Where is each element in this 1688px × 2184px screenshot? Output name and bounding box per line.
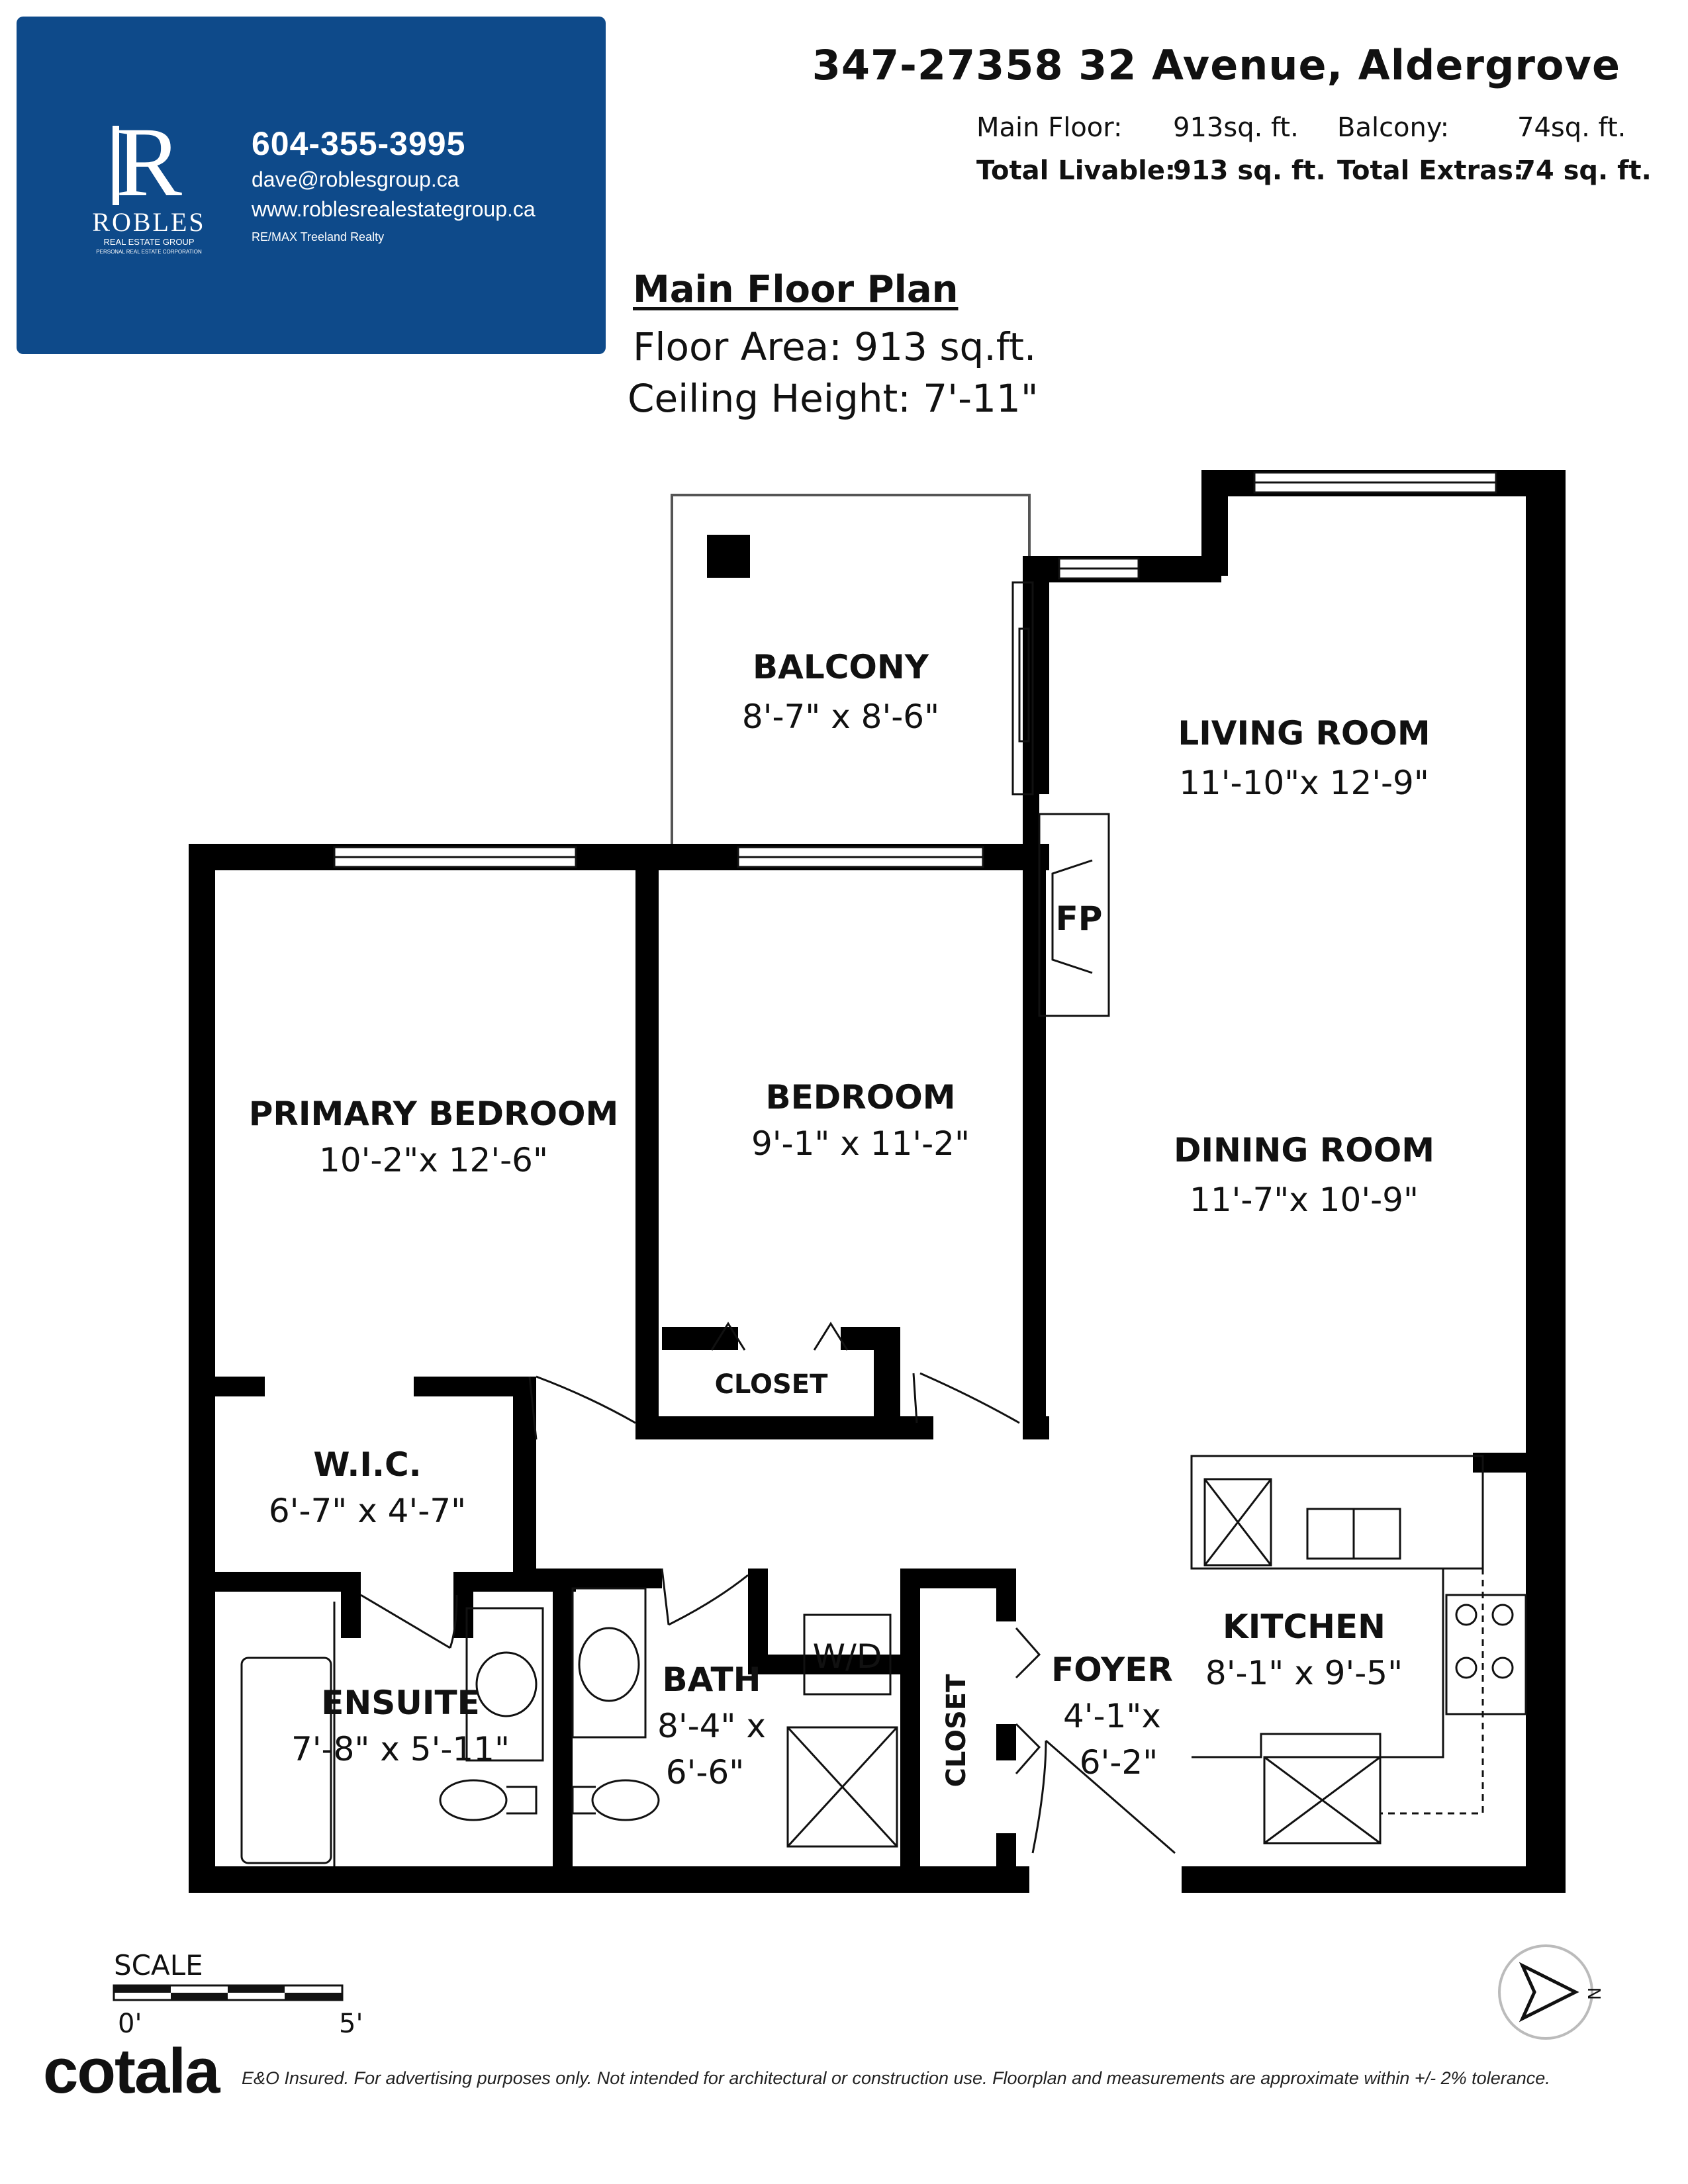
kitchen-fixtures	[1190, 1455, 1527, 1844]
logo-letter: R	[116, 109, 182, 217]
disclaimer-text: E&O Insured. For advertising purposes on…	[242, 2068, 1550, 2088]
wic-dims: 6'-7" x 4'-7"	[269, 1492, 466, 1530]
dining-room-label: DINING ROOM	[1174, 1131, 1434, 1169]
robles-logo-icon: R	[113, 109, 182, 217]
kitchen-dims: 8'-1" x 9'-5"	[1205, 1654, 1403, 1692]
total-extras-value: 74 sq. ft.	[1517, 156, 1652, 186]
agent-email[interactable]: dave@roblesgroup.ca	[252, 167, 459, 191]
compass-north-label: N	[1585, 1987, 1605, 2000]
plan-title: Main Floor Plan	[633, 268, 959, 311]
agent-office: RE/MAX Treeland Realty	[252, 230, 385, 244]
total-livable-label: Total Livable:	[976, 156, 1176, 186]
plan-floor-area: Floor Area: 913 sq.ft.	[633, 324, 1037, 369]
total-extras-label: Total Extras:	[1337, 156, 1524, 186]
compass-icon: N	[1498, 1944, 1605, 2040]
bedroom-label: BEDROOM	[765, 1078, 955, 1116]
logo-name: ROBLES	[92, 207, 206, 237]
foyer-label: FOYER	[1051, 1651, 1173, 1689]
primary-bedroom-label: PRIMARY BEDROOM	[249, 1095, 619, 1133]
balcony-dims: 8'-7" x 8'-6"	[742, 698, 939, 736]
bath-dims-1: 8'-4" x	[657, 1707, 766, 1745]
shower	[786, 1726, 898, 1848]
balcony-area-label: Balcony:	[1337, 113, 1450, 143]
living-room-label: LIVING ROOM	[1178, 714, 1430, 752]
logo-subtitle: REAL ESTATE GROUP	[103, 237, 195, 247]
logo-subtitle-2: PERSONAL REAL ESTATE CORPORATION	[96, 249, 202, 255]
balcony-outline	[671, 494, 1031, 844]
bedroom-dims: 9'-1" x 11'-2"	[751, 1124, 970, 1163]
dining-room-dims: 11'-7"x 10'-9"	[1190, 1181, 1419, 1219]
scale-end-label: 5'	[339, 2009, 363, 2039]
fireplace	[1038, 813, 1110, 1017]
primary-bedroom-dims: 10'-2"x 12'-6"	[319, 1141, 548, 1179]
main-floor-value: 913sq. ft.	[1173, 113, 1299, 143]
ensuite-label: ENSUITE	[321, 1684, 479, 1722]
plan-ceiling-height: Ceiling Height: 7'-11"	[628, 376, 1039, 421]
fireplace-label: FP	[1056, 899, 1103, 938]
agent-website[interactable]: www.roblesrealestategroup.ca	[252, 197, 536, 221]
foyer-dims-2: 6'-2"	[1080, 1743, 1158, 1782]
total-livable-value: 913 sq. ft.	[1173, 156, 1326, 186]
agent-phone[interactable]: 604-355-3995	[252, 125, 466, 162]
cotala-logo: cotala	[43, 2036, 220, 2107]
washer-dryer	[803, 1614, 892, 1696]
kitchen-label: KITCHEN	[1223, 1608, 1385, 1646]
windows	[333, 471, 1497, 868]
washer-dryer-label: W/D	[813, 1637, 882, 1676]
ensuite-fixtures	[240, 1602, 544, 1866]
bath-dims-2: 6'-6"	[666, 1753, 744, 1792]
balcony-area-value: 74sq. ft.	[1517, 113, 1626, 143]
scale-label: SCALE	[114, 1949, 203, 1981]
scale-bar	[113, 1984, 344, 2001]
door-swings	[360, 1322, 1176, 1854]
living-room-dims: 11'-10"x 12'-9"	[1179, 764, 1429, 802]
scale-start-label: 0'	[118, 2009, 142, 2039]
wic-label: W.I.C.	[313, 1445, 421, 1484]
foyer-dims-1: 4'-1"x	[1063, 1697, 1161, 1735]
sliding-door	[1011, 581, 1034, 796]
bath-fixtures	[571, 1587, 660, 1821]
foyer-closet-label: CLOSET	[941, 1674, 972, 1788]
bedroom-closet-label: CLOSET	[715, 1369, 829, 1400]
main-floor-label: Main Floor:	[976, 113, 1123, 143]
balcony-label: BALCONY	[753, 648, 929, 686]
balcony-post	[707, 535, 750, 578]
bath-label: BATH	[663, 1661, 761, 1699]
property-address: 347-27358 32 Avenue, Aldergrove	[812, 41, 1620, 89]
ensuite-dims: 7'-8" x 5'-11"	[291, 1730, 510, 1768]
